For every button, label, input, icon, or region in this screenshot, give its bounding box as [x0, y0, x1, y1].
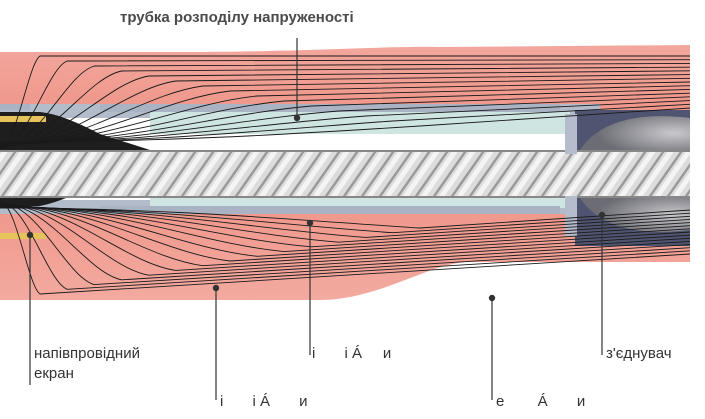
- connector-label: з'єднувач: [606, 345, 672, 362]
- conductor: [0, 150, 690, 198]
- semi-screen-label-1: напівпровідний: [34, 345, 140, 362]
- inner-label-garbled: і і Á и: [312, 345, 392, 362]
- field-line-bottom: [0, 207, 691, 229]
- semi-screen-label-2: екран: [34, 365, 74, 382]
- field-lines: [0, 55, 691, 295]
- outer-label-garbled: і і Á и: [220, 393, 308, 410]
- field-line-top: [0, 107, 691, 143]
- right-label-garbled: е Á и: [496, 393, 586, 410]
- stress-tube-title: трубка розподілу напруженості: [120, 9, 354, 26]
- leader-lines: [26, 38, 606, 400]
